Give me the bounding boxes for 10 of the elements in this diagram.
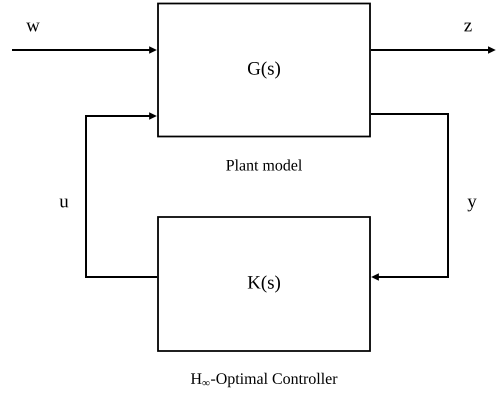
signal-label: z	[464, 22, 472, 32]
block-box: G(s)	[157, 2, 371, 138]
arrow	[370, 113, 449, 281]
signal-label: u	[60, 198, 68, 208]
block-caption: H$_{∞}$-Optimal Controller	[190, 372, 338, 388]
signal-label: y	[468, 198, 477, 212]
arrow	[85, 112, 158, 278]
block-box: K(s)	[157, 216, 371, 352]
block-caption: Plant model	[226, 159, 302, 171]
signal-label: w	[26, 22, 40, 32]
